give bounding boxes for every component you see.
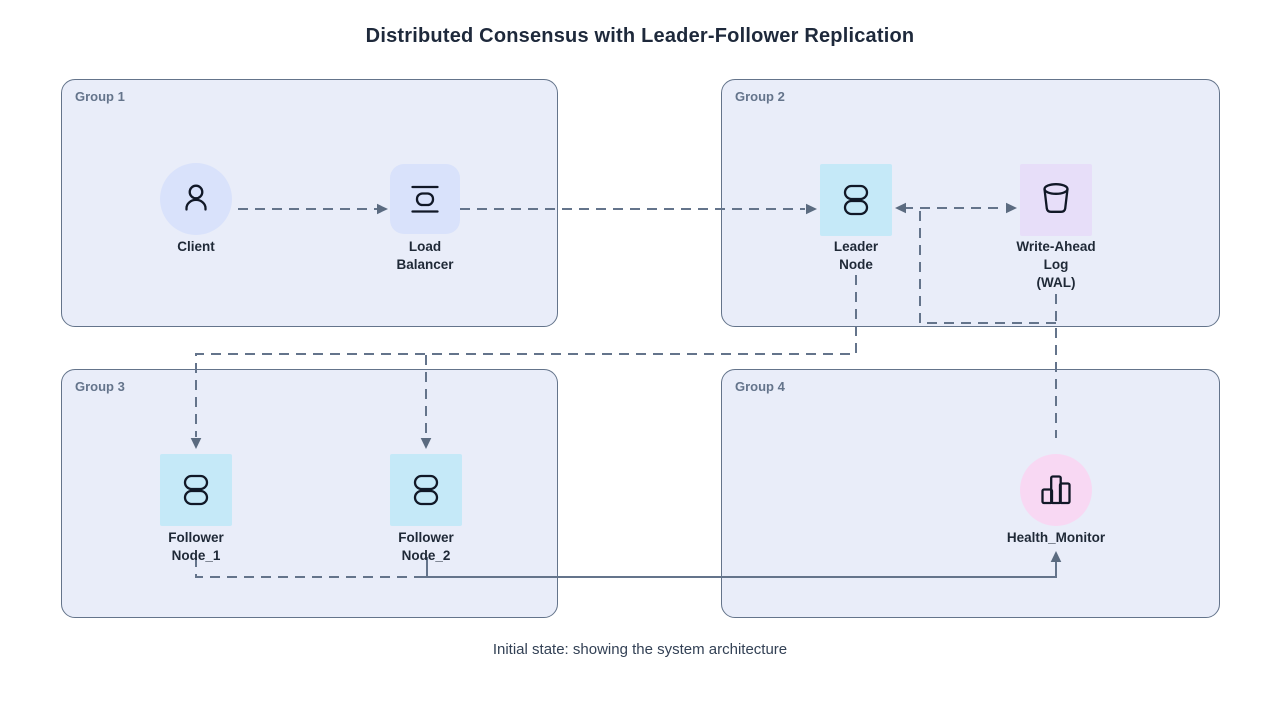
- group-3: Group 3: [61, 369, 558, 618]
- user-icon: [185, 184, 207, 211]
- node-label-load-balancer: Load Balancer: [396, 239, 454, 272]
- group-4: Group 4: [721, 369, 1220, 618]
- group-2: Group 2: [721, 79, 1220, 327]
- group-1-label: Group 1: [75, 89, 125, 104]
- bucket-icon: [1043, 183, 1069, 213]
- caption: Initial state: showing the system archit…: [492, 641, 788, 658]
- group-2-label: Group 2: [735, 89, 785, 104]
- database-icon: [183, 474, 209, 506]
- node-load-balancer: [390, 164, 460, 234]
- database-icon: [843, 184, 869, 216]
- group-4-label: Group 4: [735, 379, 785, 394]
- node-label-follower-2: Follower Node_2: [398, 530, 454, 563]
- node-label-follower-1: Follower Node_1: [168, 530, 224, 563]
- group-1: Group 1: [61, 79, 558, 327]
- node-health-monitor: [1020, 454, 1092, 526]
- node-client: [160, 163, 232, 235]
- database-icon: [413, 474, 439, 506]
- node-label-client: Client: [177, 239, 215, 254]
- node-label-leader: Leader Node: [833, 239, 879, 272]
- node-label-wal: Write-Ahead Log (WAL): [1016, 239, 1096, 290]
- diagram-title: Distributed Consensus with Leader-Follow…: [365, 25, 915, 47]
- node-label-health-monitor: Health_Monitor: [1006, 530, 1106, 545]
- load-balancer-icon: [411, 185, 439, 213]
- node-follower-1: [160, 454, 232, 526]
- node-leader: [820, 164, 892, 236]
- bar-chart-icon: [1041, 475, 1071, 505]
- node-follower-2: [390, 454, 462, 526]
- node-wal: [1020, 164, 1092, 236]
- group-3-label: Group 3: [75, 379, 125, 394]
